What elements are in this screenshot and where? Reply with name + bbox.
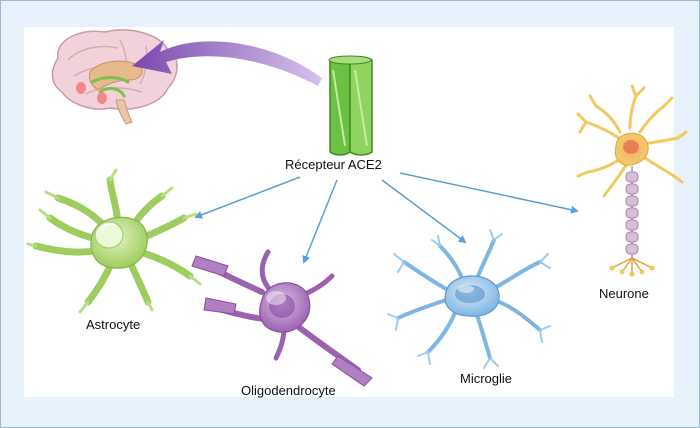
oligodendrocyte-label: Oligodendrocyte [241,383,336,398]
neuron-illustration [576,84,688,277]
oligodendrocyte-illustration [191,249,373,387]
neuron-axon [625,171,639,255]
neuron-label: Neurone [599,286,649,301]
receptor-arrows [194,172,579,264]
arrow-to-neuron [399,172,579,214]
arrow-to-microglia [381,179,467,244]
astrocyte-illustration [26,168,202,314]
astrocyte-label: Astrocyte [86,317,141,332]
microglia-illustration [387,229,551,369]
brain-arrow [132,40,322,86]
microglia-label: Microglie [460,371,513,386]
brain-illustration [51,29,178,125]
neuron-terminals [609,265,655,277]
arrow-to-astrocyte [194,176,301,219]
ace2-receptor [328,55,373,156]
receptor-label: Récepteur ACE2 [285,157,382,172]
arrow-to-oligodendrocyte [302,179,338,264]
